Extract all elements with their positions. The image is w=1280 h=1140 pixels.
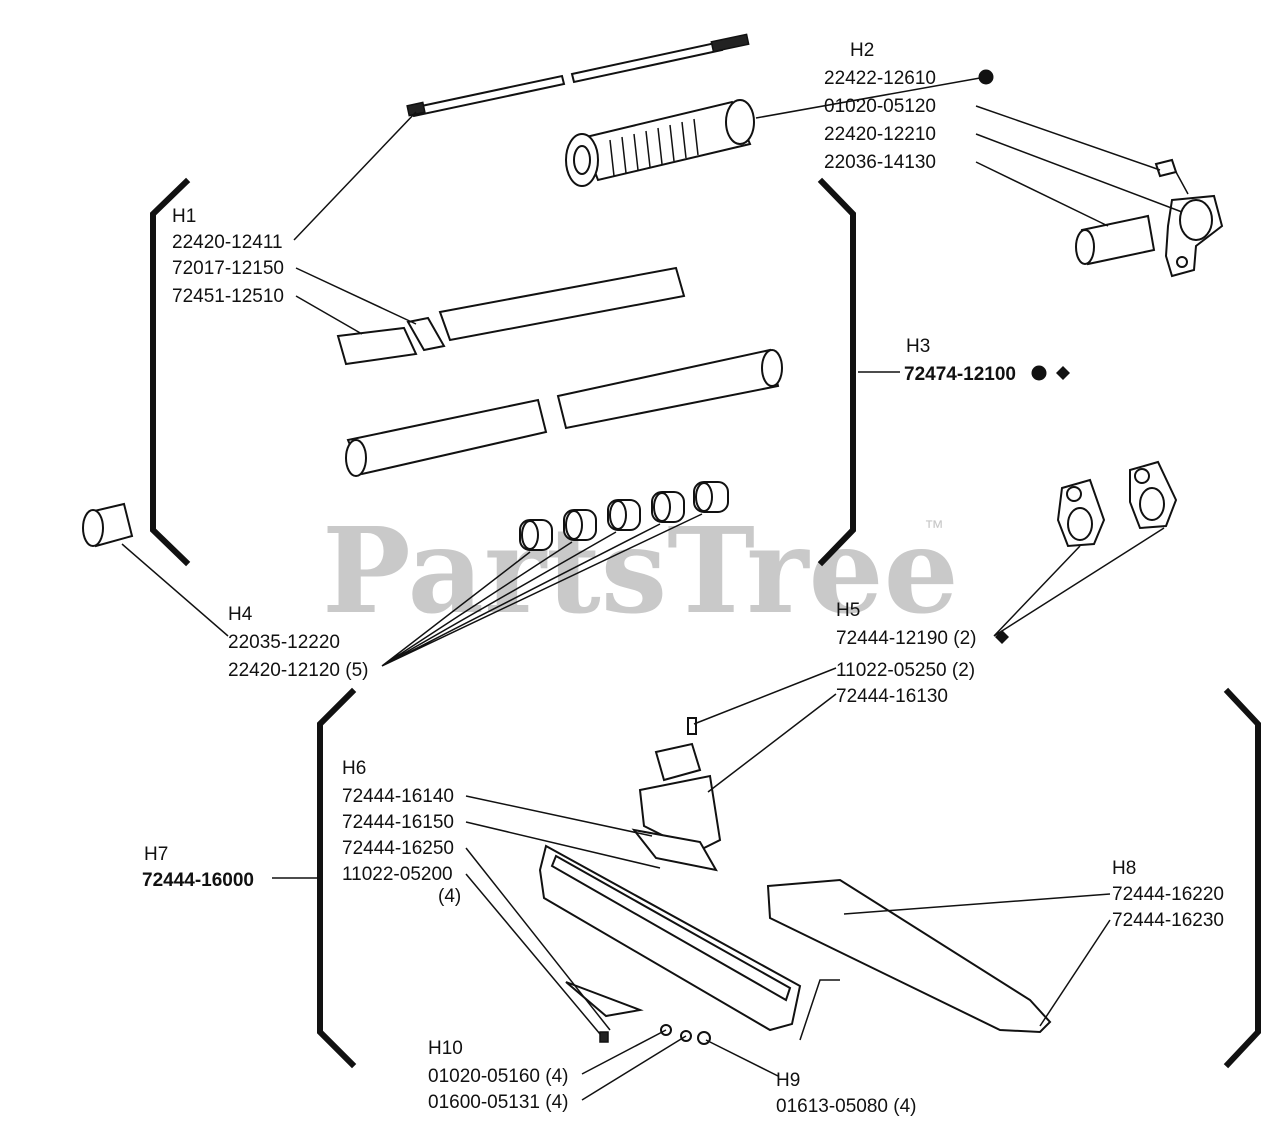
- h8-ref: H8: [1112, 858, 1136, 879]
- gear-mount-part: [631, 717, 722, 872]
- filled-circle-marker: [1031, 365, 1047, 381]
- h1-part-1: 22420-12411: [172, 232, 283, 253]
- h2-part-3: 22420-12210: [824, 124, 936, 145]
- h10-part-1: 01020-05160 (4): [428, 1066, 569, 1087]
- drive-cable: [406, 33, 750, 118]
- bracket-h3-right: [817, 177, 856, 567]
- bushings: [82, 481, 729, 551]
- h10-ref: H10: [428, 1038, 463, 1059]
- h9-ref: H9: [776, 1070, 800, 1091]
- bracket-h1-left: [150, 177, 191, 567]
- h8-part-2: 72444-16230: [1112, 910, 1224, 931]
- h1-ref: H1: [172, 206, 196, 227]
- h7-part: 72444-16000: [142, 870, 254, 891]
- handle-bracket-part: [1075, 158, 1224, 278]
- grip-part: [565, 99, 755, 187]
- leader-lines: [121, 77, 1183, 1101]
- h2-part-2: 01020-05120: [824, 96, 936, 117]
- h4-ref: H4: [228, 604, 253, 625]
- clamp-parts: [1056, 460, 1178, 548]
- filled-circle-marker: [978, 69, 994, 85]
- bracket-h7-left: [317, 687, 357, 1069]
- diamond-marker: [995, 630, 1009, 644]
- bracket-h7-right: [1223, 687, 1261, 1069]
- h1-part-3: 72451-12510: [172, 286, 284, 307]
- h5-ref: H5: [836, 600, 860, 621]
- h8-part-1: 72444-16220: [1112, 884, 1224, 905]
- h6-part-3: 72444-16250: [342, 838, 454, 859]
- h10-part-2: 01600-05131 (4): [428, 1092, 569, 1113]
- h5-part-3: 72444-16130: [836, 686, 948, 707]
- h2-part-4: 22036-14130: [824, 152, 936, 173]
- h3-ref: H3: [906, 336, 930, 357]
- tube-part: [345, 348, 783, 477]
- h6-part-4-qty: (4): [438, 886, 461, 907]
- h6-part-1: 72444-16140: [342, 786, 454, 807]
- h5-part-2: 11022-05250 (2): [836, 660, 975, 681]
- h2-part-1: 22422-12610: [824, 68, 936, 89]
- h3-part: 72474-12100: [904, 364, 1016, 385]
- h4-part-2: 22420-12120 (5): [228, 660, 369, 681]
- h6-part-2: 72444-16150: [342, 812, 454, 833]
- h4-part-1: 22035-12220: [228, 632, 340, 653]
- h5-part-1: 72444-12190 (2): [836, 628, 977, 649]
- h6-part-4: 11022-05200: [342, 864, 453, 885]
- h9-part: 01613-05080 (4): [776, 1096, 917, 1117]
- h1-part-2: 72017-12150: [172, 258, 284, 279]
- h2-ref: H2: [850, 40, 874, 61]
- h6-ref: H6: [342, 758, 366, 779]
- watermark-trademark: ™: [924, 517, 944, 539]
- blade-assembly: [538, 844, 1052, 1045]
- decals: [336, 266, 686, 366]
- diamond-marker: [1056, 366, 1070, 380]
- h7-ref: H7: [144, 844, 168, 865]
